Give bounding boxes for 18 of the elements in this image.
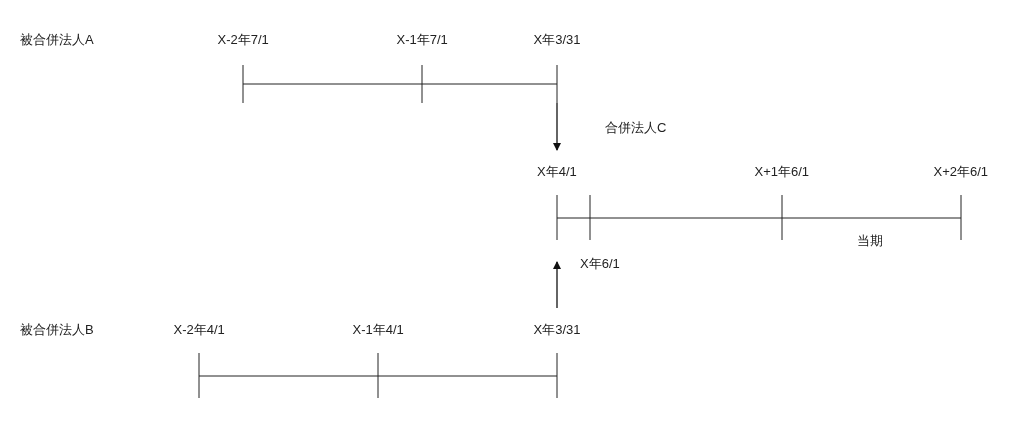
date-label: X年4/1	[537, 164, 577, 180]
entity-label: 合併法人C	[605, 120, 667, 136]
date-label: X-2年7/1	[217, 32, 269, 48]
date-label: X+1年6/1	[754, 164, 810, 180]
date-label: X-1年4/1	[352, 322, 404, 338]
entity-label: 被合併法人A	[20, 32, 94, 48]
date-label: X-1年7/1	[396, 32, 448, 48]
date-label: X-2年4/1	[173, 322, 225, 338]
date-label: X年3/31	[533, 322, 581, 338]
arrow	[553, 261, 561, 309]
period-label: X年6/1	[580, 256, 620, 272]
entity-label: 被合併法人B	[20, 322, 94, 338]
timeline-drawing	[242, 65, 558, 103]
date-label: X年3/31	[533, 32, 581, 48]
date-label: X+2年6/1	[933, 164, 989, 180]
date-label: 当期	[857, 233, 883, 249]
arrow	[553, 102, 561, 151]
timeline-drawing	[198, 353, 558, 398]
